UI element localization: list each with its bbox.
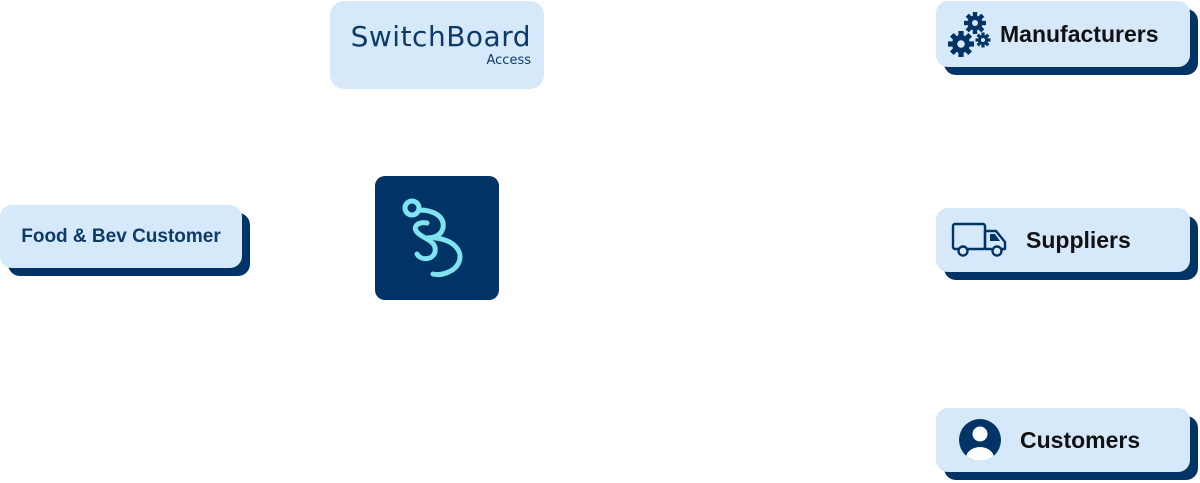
logo-subtitle: Access [486,53,531,68]
gears-icon [946,10,994,58]
truck-icon [950,220,1010,260]
food-bev-customer-node: Food & Bev Customer [0,205,242,268]
customers-label: Customers [1020,426,1141,453]
manufacturers-node: Manufacturers [936,1,1190,67]
food-bev-customer-label: Food & Bev Customer [21,225,221,247]
suppliers-label: Suppliers [1026,226,1131,253]
switchboard-app-icon [375,176,499,300]
customers-node: Customers [936,408,1190,472]
manufacturers-label: Manufacturers [1000,20,1159,47]
suppliers-node: Suppliers [936,208,1190,272]
logo-wordmark: SwitchBoard [350,20,531,53]
switchboard-logo-card: SwitchBoard Access [330,1,544,89]
user-avatar-icon [957,418,1003,462]
switchboard-logo-glyph-icon [402,198,463,277]
